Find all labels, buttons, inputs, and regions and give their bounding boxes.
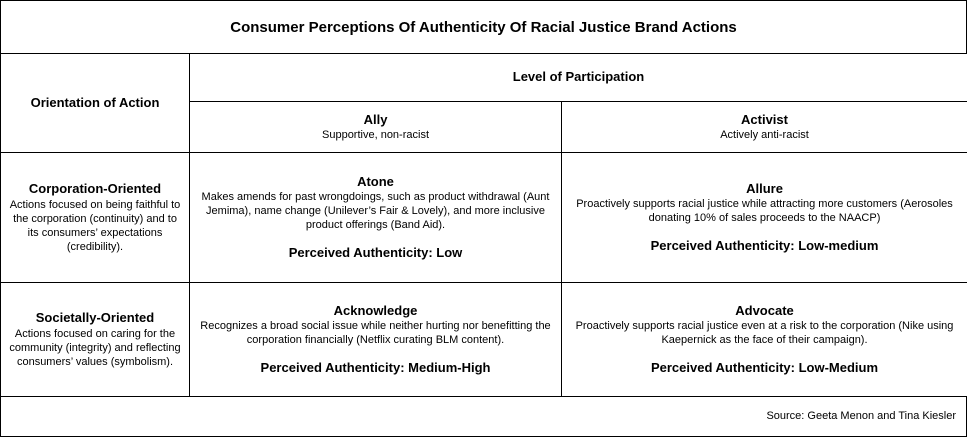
cell-atone: Atone Makes amends for past wrongdoings,… bbox=[189, 152, 562, 283]
cell-title: Allure bbox=[746, 181, 783, 196]
cell-allure: Allure Proactively supports racial justi… bbox=[560, 152, 967, 283]
table-row: Societally-Oriented Actions focused on c… bbox=[0, 282, 967, 397]
cell-title: Acknowledge bbox=[333, 303, 418, 318]
level-header: Level of Participation bbox=[188, 53, 967, 102]
row-title: Societally-Oriented bbox=[35, 309, 155, 325]
orientation-header-label: Orientation of Action bbox=[30, 94, 160, 110]
orientation-header: Orientation of Action bbox=[0, 53, 190, 153]
ally-subtitle: Supportive, non-racist bbox=[322, 128, 429, 141]
row-header-societal: Societally-Oriented Actions focused on c… bbox=[0, 282, 190, 397]
cell-authenticity: Perceived Authenticity: Medium-High bbox=[260, 360, 491, 375]
ally-title: Ally bbox=[363, 111, 388, 127]
activist-subtitle: Actively anti-racist bbox=[720, 128, 809, 141]
table-title: Consumer Perceptions Of Authenticity Of … bbox=[0, 0, 967, 54]
table-row: Corporation-Oriented Actions focused on … bbox=[0, 152, 967, 283]
ally-header: Ally Supportive, non-racist bbox=[189, 101, 562, 153]
row-title: Corporation-Oriented bbox=[28, 180, 162, 196]
row-header-corporation: Corporation-Oriented Actions focused on … bbox=[0, 152, 190, 283]
cell-authenticity: Perceived Authenticity: Low-Medium bbox=[650, 360, 879, 375]
cell-advocate: Advocate Proactively supports racial jus… bbox=[560, 282, 967, 397]
source-text: Source: Geeta Menon and Tina Kiesler bbox=[766, 410, 956, 422]
row-description: Actions focused on being faithful to the… bbox=[9, 198, 181, 253]
cell-authenticity: Perceived Authenticity: Low-medium bbox=[650, 238, 879, 253]
cell-description: Makes amends for past wrongdoings, such … bbox=[201, 191, 550, 231]
cell-description: Recognizes a broad social issue while ne… bbox=[200, 320, 551, 346]
authenticity-matrix: Orientation of Action Level of Participa… bbox=[0, 53, 967, 397]
cell-acknowledge: Acknowledge Recognizes a broad social is… bbox=[189, 282, 562, 397]
cell-description: Proactively supports racial justice even… bbox=[575, 320, 954, 346]
row-description: Actions focused on caring for the commun… bbox=[9, 327, 181, 368]
activist-header: Activist Actively anti-racist bbox=[560, 101, 967, 153]
cell-description: Proactively supports racial justice whil… bbox=[576, 198, 953, 224]
cell-title: Advocate bbox=[735, 303, 794, 318]
level-header-label: Level of Participation bbox=[512, 69, 645, 84]
cell-title: Atone bbox=[357, 174, 394, 189]
activist-title: Activist bbox=[741, 111, 788, 127]
cell-authenticity: Perceived Authenticity: Low bbox=[288, 245, 463, 260]
source-note: Source: Geeta Menon and Tina Kiesler bbox=[0, 396, 967, 437]
